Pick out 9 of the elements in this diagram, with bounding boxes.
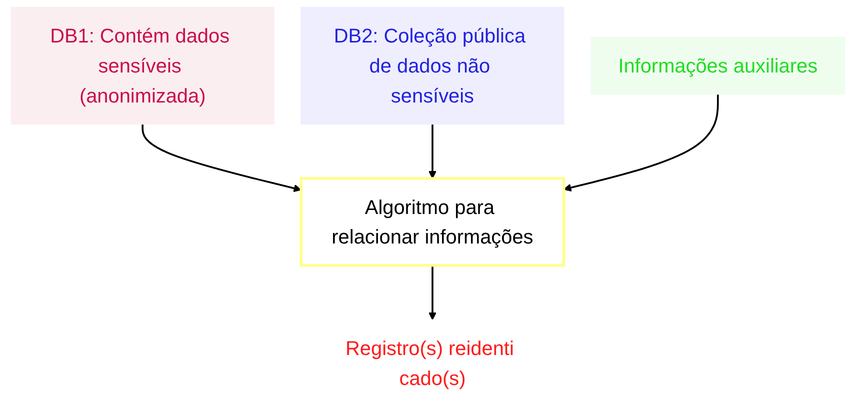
node-box: DB1: Contém dados sensíveis (anonimizada)	[10, 6, 274, 125]
arrow	[142, 124, 302, 192]
arrow	[428, 265, 436, 320]
arrow	[563, 94, 719, 192]
node-box: Informações auxiliares	[590, 36, 846, 95]
node-text: Registro(s) reidenti cado(s)	[346, 337, 514, 390]
node-box: DB2: Coleção pública de dados não sensíveis	[300, 6, 564, 125]
node-box: Algoritmo para relacionar informações	[300, 177, 566, 267]
arrow	[428, 124, 436, 179]
